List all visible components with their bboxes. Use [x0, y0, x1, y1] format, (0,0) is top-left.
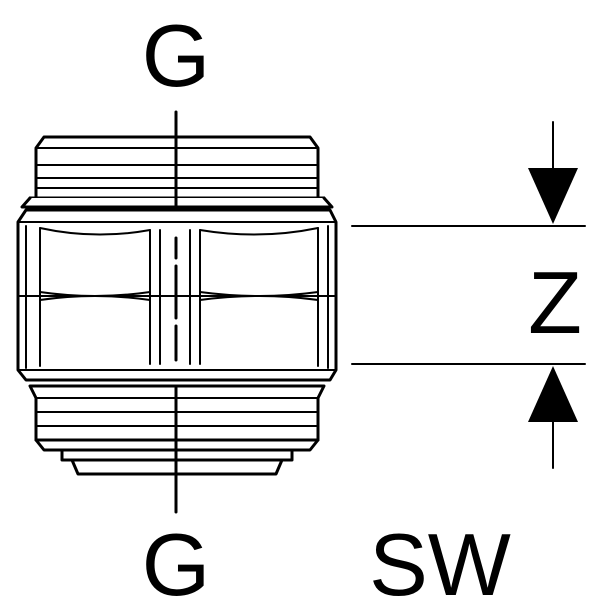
dimension-z — [351, 121, 586, 469]
wrench-size-label: SW — [369, 515, 511, 600]
dimension-z-label: Z — [528, 253, 582, 352]
bottom-thread-label: G — [142, 515, 210, 600]
arrow-down-icon — [528, 168, 578, 224]
arrow-up-icon — [528, 366, 578, 422]
top-thread-label: G — [142, 6, 210, 105]
